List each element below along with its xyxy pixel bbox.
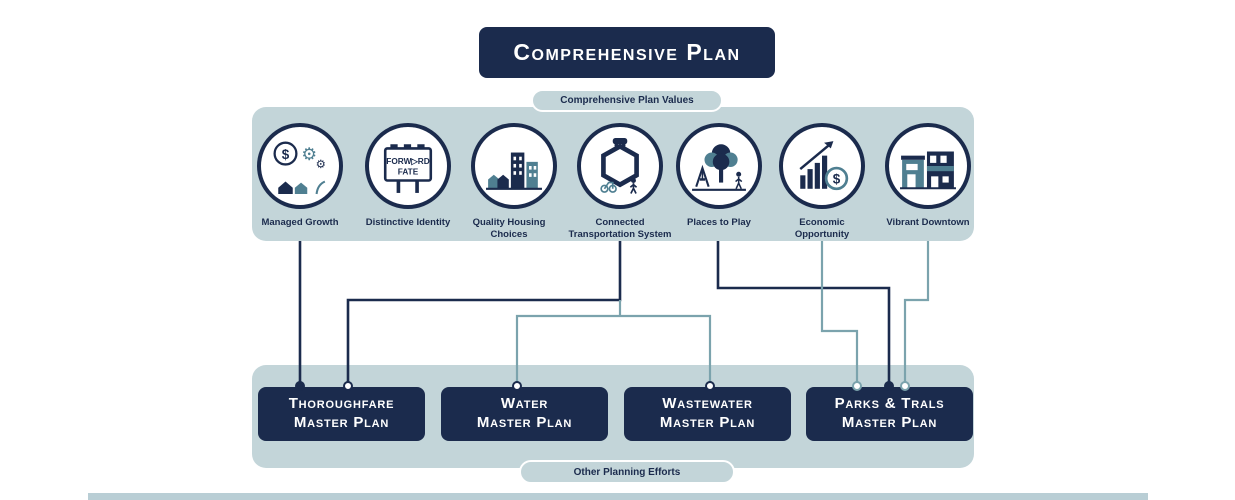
chart-coin-icon: $ <box>799 141 849 191</box>
svg-text:$: $ <box>833 172 841 187</box>
plan-subtitle: Master Plan <box>659 414 756 431</box>
comprehensive-plan-title: Comprehensive Plan <box>479 27 775 78</box>
value-circle-managed-growth: $ ⚙ ⚙ <box>257 123 343 209</box>
plan-name: Thoroughfare <box>288 395 395 413</box>
value-label-economic-opportunity: Economic Opportunity <box>794 217 850 241</box>
value-label-connected-transportation: Connected Transportation System <box>568 217 672 241</box>
value-label-places-to-play: Places to Play <box>687 217 751 228</box>
svg-text:⚙: ⚙ <box>301 144 317 164</box>
value-circle-distinctive-identity: FORW▷RD FATE <box>365 123 451 209</box>
navy-connector-lines <box>298 241 891 385</box>
plan-subtitle: Master Plan <box>841 414 938 431</box>
value-circle-places-to-play <box>676 123 762 209</box>
storefront-icon <box>900 151 956 190</box>
slate-connector-lines <box>515 241 930 385</box>
billboard-text-line2: FATE <box>398 167 419 176</box>
page-title: Comprehensive Plan <box>513 39 741 65</box>
value-circle-connected-transportation <box>577 123 663 209</box>
svg-text:$: $ <box>282 147 290 162</box>
plan-box-thoroughfare: Thoroughfare Master Plan <box>258 387 425 441</box>
plans-panel-label: Other Planning Efforts <box>519 460 735 484</box>
value-circle-vibrant-downtown <box>885 123 971 209</box>
plan-name: Parks & Trals <box>834 395 945 413</box>
park-tree-icon <box>692 144 746 191</box>
value-label-managed-growth: Managed Growth <box>261 217 339 228</box>
value-circle-quality-housing <box>471 123 557 209</box>
plan-box-parks-trails: Parks & Trals Master Plan <box>806 387 973 441</box>
value-label-vibrant-downtown: Vibrant Downtown <box>886 217 970 228</box>
managed-growth-icon: $ ⚙ ⚙ <box>273 141 326 195</box>
value-circle-economic-opportunity: $ <box>779 123 865 209</box>
svg-text:⚙: ⚙ <box>316 159 326 171</box>
value-label-quality-housing: Quality Housing Choices <box>472 217 546 241</box>
bottom-border-strip <box>88 493 1148 500</box>
values-panel-label: Comprehensive Plan Values <box>531 89 723 112</box>
billboard-text-line1: FORW▷RD <box>386 157 429 166</box>
billboard-icon: FORW▷RD FATE <box>383 144 433 193</box>
plan-name: Water <box>500 395 549 413</box>
housing-icon <box>486 152 542 190</box>
plan-subtitle: Master Plan <box>293 414 390 431</box>
transportation-cycle-icon <box>600 138 639 194</box>
plan-subtitle: Master Plan <box>476 414 573 431</box>
plan-name: Wastewater <box>662 395 753 413</box>
plan-box-wastewater: Wastewater Master Plan <box>624 387 791 441</box>
value-label-distinctive-identity: Distinctive Identity <box>365 217 451 228</box>
plan-box-water: Water Master Plan <box>441 387 608 441</box>
